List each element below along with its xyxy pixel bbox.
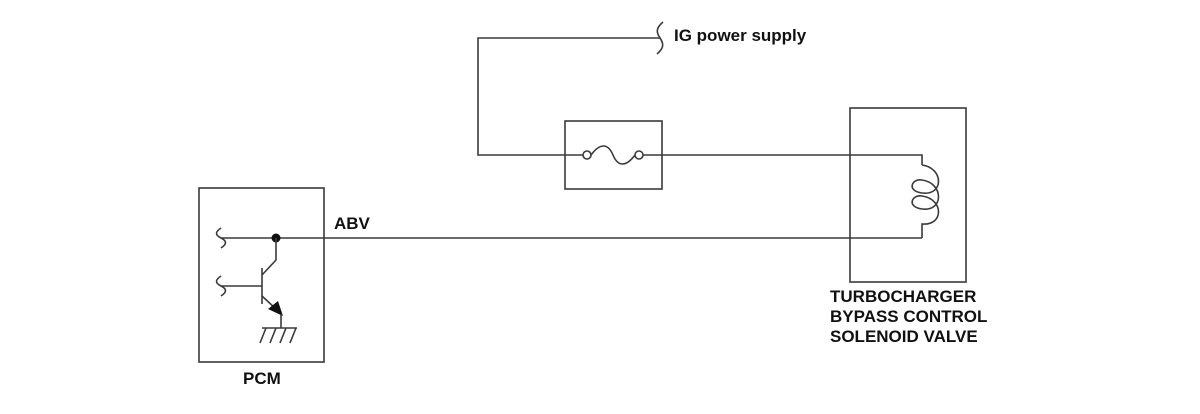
ig-power-wire <box>477 37 660 156</box>
npn-transistor-icon <box>221 268 283 316</box>
fuse-icon <box>565 145 662 165</box>
pcm-base-connector-icon <box>215 275 227 297</box>
collector-wire <box>261 238 277 276</box>
pcm-label: PCM <box>243 369 281 388</box>
ig-power-supply-label: IG power supply <box>674 26 807 45</box>
connector-break-icon <box>656 21 664 55</box>
solenoid-coil-icon <box>911 164 940 238</box>
pcm-box <box>198 187 325 363</box>
solenoid-valve-box <box>849 107 967 283</box>
fuse-to-solenoid-wire <box>662 154 923 165</box>
ground-icon <box>259 327 297 344</box>
valve-label-line2: BYPASS CONTROL <box>830 307 987 326</box>
valve-label-line1: TURBOCHARGER <box>830 287 976 306</box>
valve-label-line3: SOLENOID VALVE <box>830 327 978 346</box>
pcm-input-connector-icon <box>215 227 227 249</box>
abv-label: ABV <box>334 214 371 233</box>
